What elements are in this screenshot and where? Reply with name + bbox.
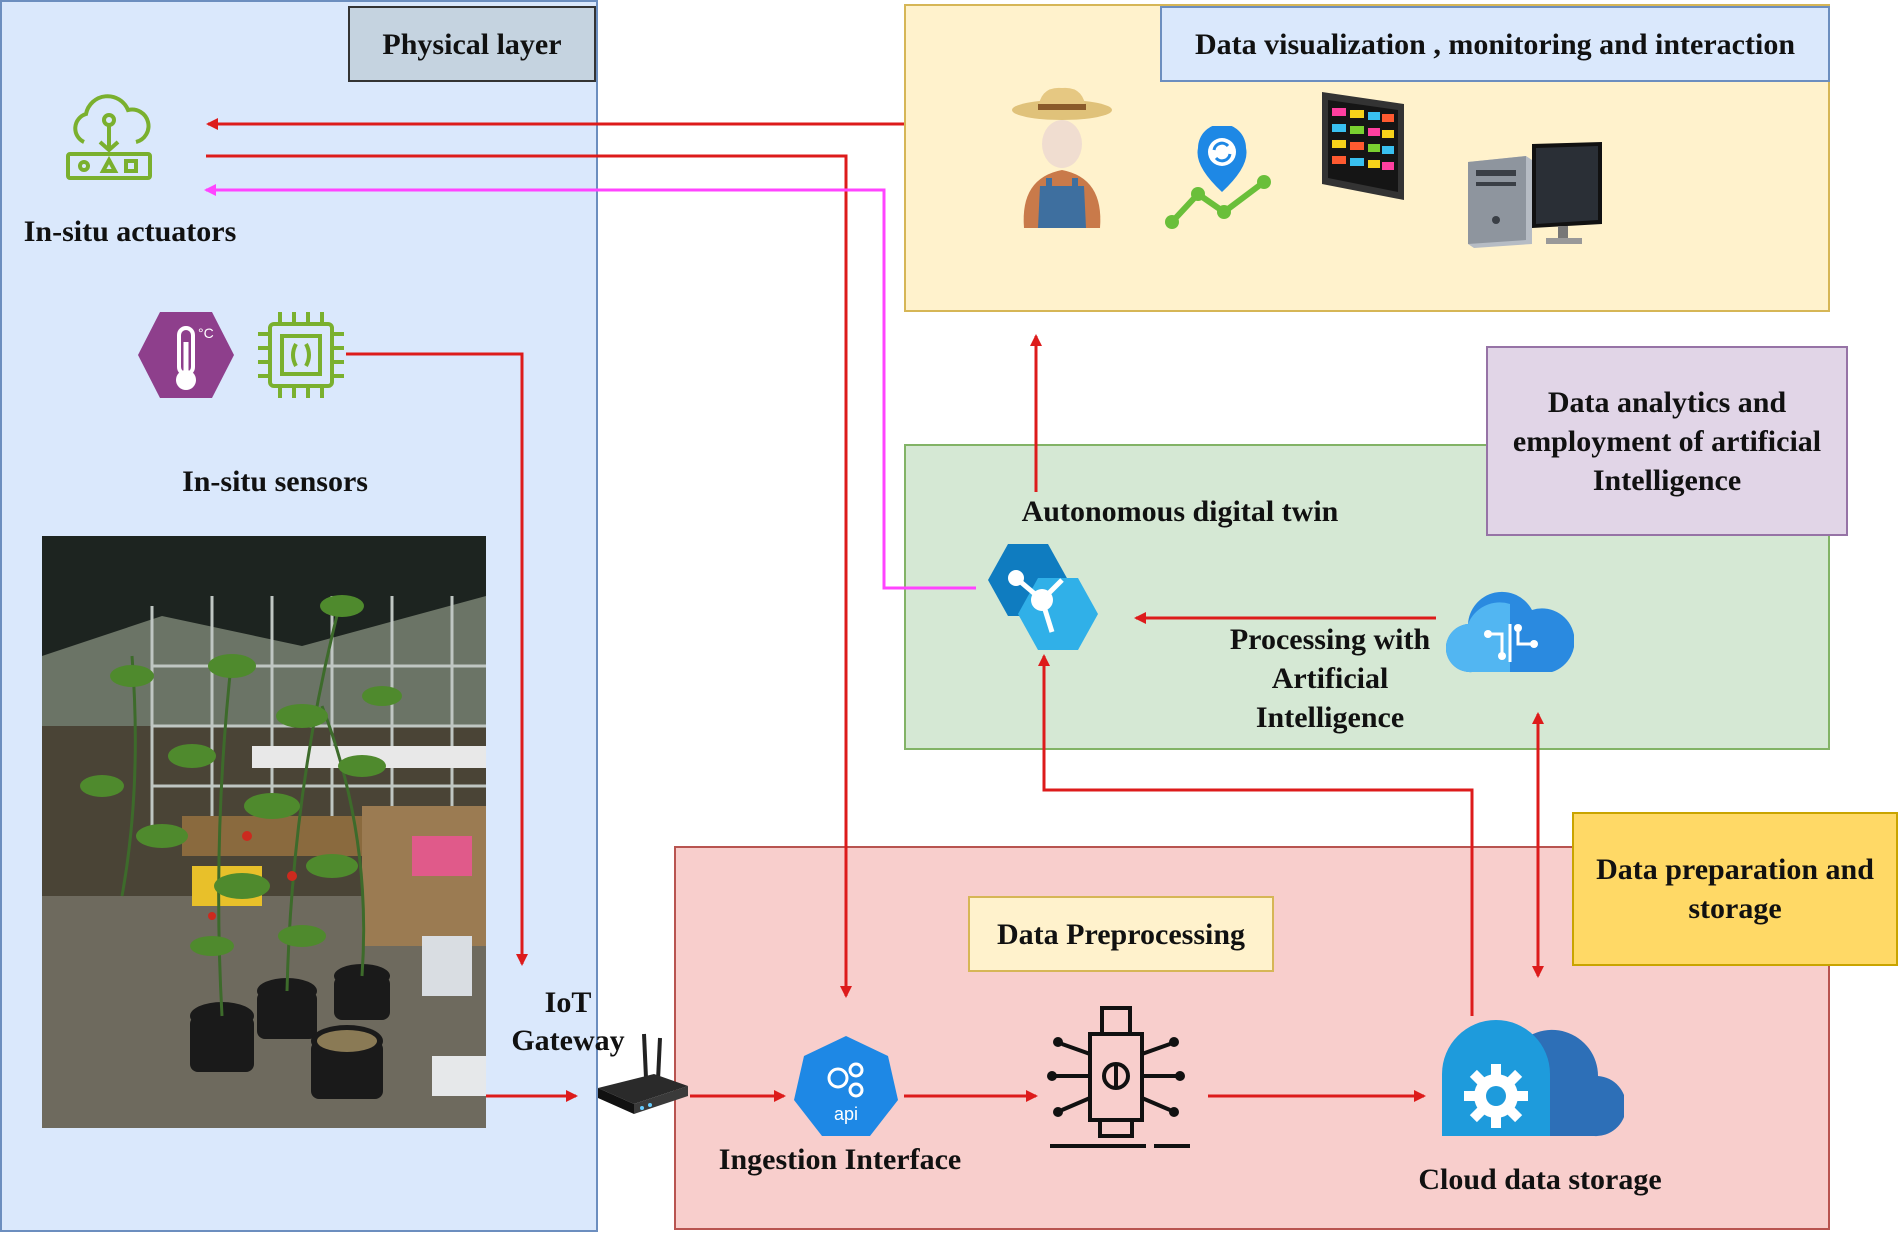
- preparation-label: Data preparation and storage: [1572, 812, 1898, 966]
- cloud-ai-icon: [1446, 591, 1574, 673]
- farmer-icon: [1012, 87, 1112, 228]
- ingestion-label: Ingestion Interface: [718, 1143, 962, 1176]
- sensors-label: In-situ sensors: [182, 465, 368, 498]
- ai-processing-label: Processing with Artificial Intelligence: [1229, 623, 1431, 734]
- actuators-label: In-situ actuators: [23, 215, 237, 248]
- api-badge-text: api: [834, 1104, 858, 1124]
- gateway-label: IoT Gateway: [511, 986, 625, 1057]
- api-icon: api: [794, 1036, 898, 1136]
- digital-twin-label: Autonomous digital twin: [1021, 495, 1339, 528]
- router-icon: [598, 1033, 688, 1114]
- visualization-label: Data visualization , monitoring and inte…: [1160, 6, 1830, 82]
- digital-twin-icon: [988, 544, 1098, 650]
- thermometer-icon: °C: [138, 312, 234, 398]
- analytics-label: Data analytics and employment of artific…: [1486, 346, 1848, 536]
- map-pin-chart-icon: [1165, 126, 1271, 229]
- svg-text:°C: °C: [198, 325, 214, 341]
- physical-layer-label: Physical layer: [348, 6, 596, 82]
- cloud-gear-icon: [1442, 1020, 1624, 1137]
- greenhouse-photo: [42, 536, 486, 1128]
- chip-sensor-icon: [258, 312, 344, 398]
- desktop-computer-icon: [1468, 142, 1602, 248]
- arrow-actuators-to-ingestion: [206, 154, 852, 998]
- cloud-storage-label: Cloud data storage: [1418, 1163, 1662, 1196]
- data-preprocessing-label: Data Preprocessing: [968, 896, 1274, 972]
- data-processing-icon: [1047, 1006, 1190, 1148]
- arrow-cloud-to-twin: [1038, 654, 1474, 1016]
- feedback-twin-to-actuators: [204, 184, 976, 590]
- arrow-sensors-to-gateway: [346, 352, 528, 966]
- monitor-grid-icon: [1322, 92, 1404, 200]
- cloud-upload-actuator-icon: [66, 94, 152, 180]
